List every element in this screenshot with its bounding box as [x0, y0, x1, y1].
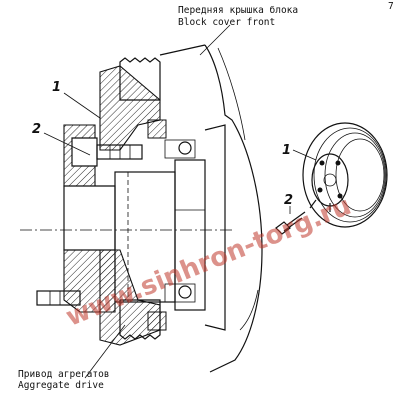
corner-mark: 7	[388, 1, 394, 12]
label-top-ru: Передняя крышка блока	[178, 5, 298, 16]
label-top-en: Block cover front	[178, 17, 275, 28]
callout-right-1: 1	[282, 143, 291, 158]
callout-right-2: 2	[284, 193, 293, 208]
callout-left-1: 1	[52, 80, 61, 95]
label-bottom-en: Aggregate drive	[18, 380, 104, 391]
bolt-item-2	[275, 211, 306, 235]
leader-lines	[43, 24, 317, 379]
pulley-detail-view	[302, 122, 388, 228]
callout-left-2: 2	[32, 122, 41, 137]
label-bottom-ru: Привод агрегатов	[18, 369, 110, 380]
pulley-section	[20, 57, 235, 346]
block-cover-front	[159, 44, 263, 373]
